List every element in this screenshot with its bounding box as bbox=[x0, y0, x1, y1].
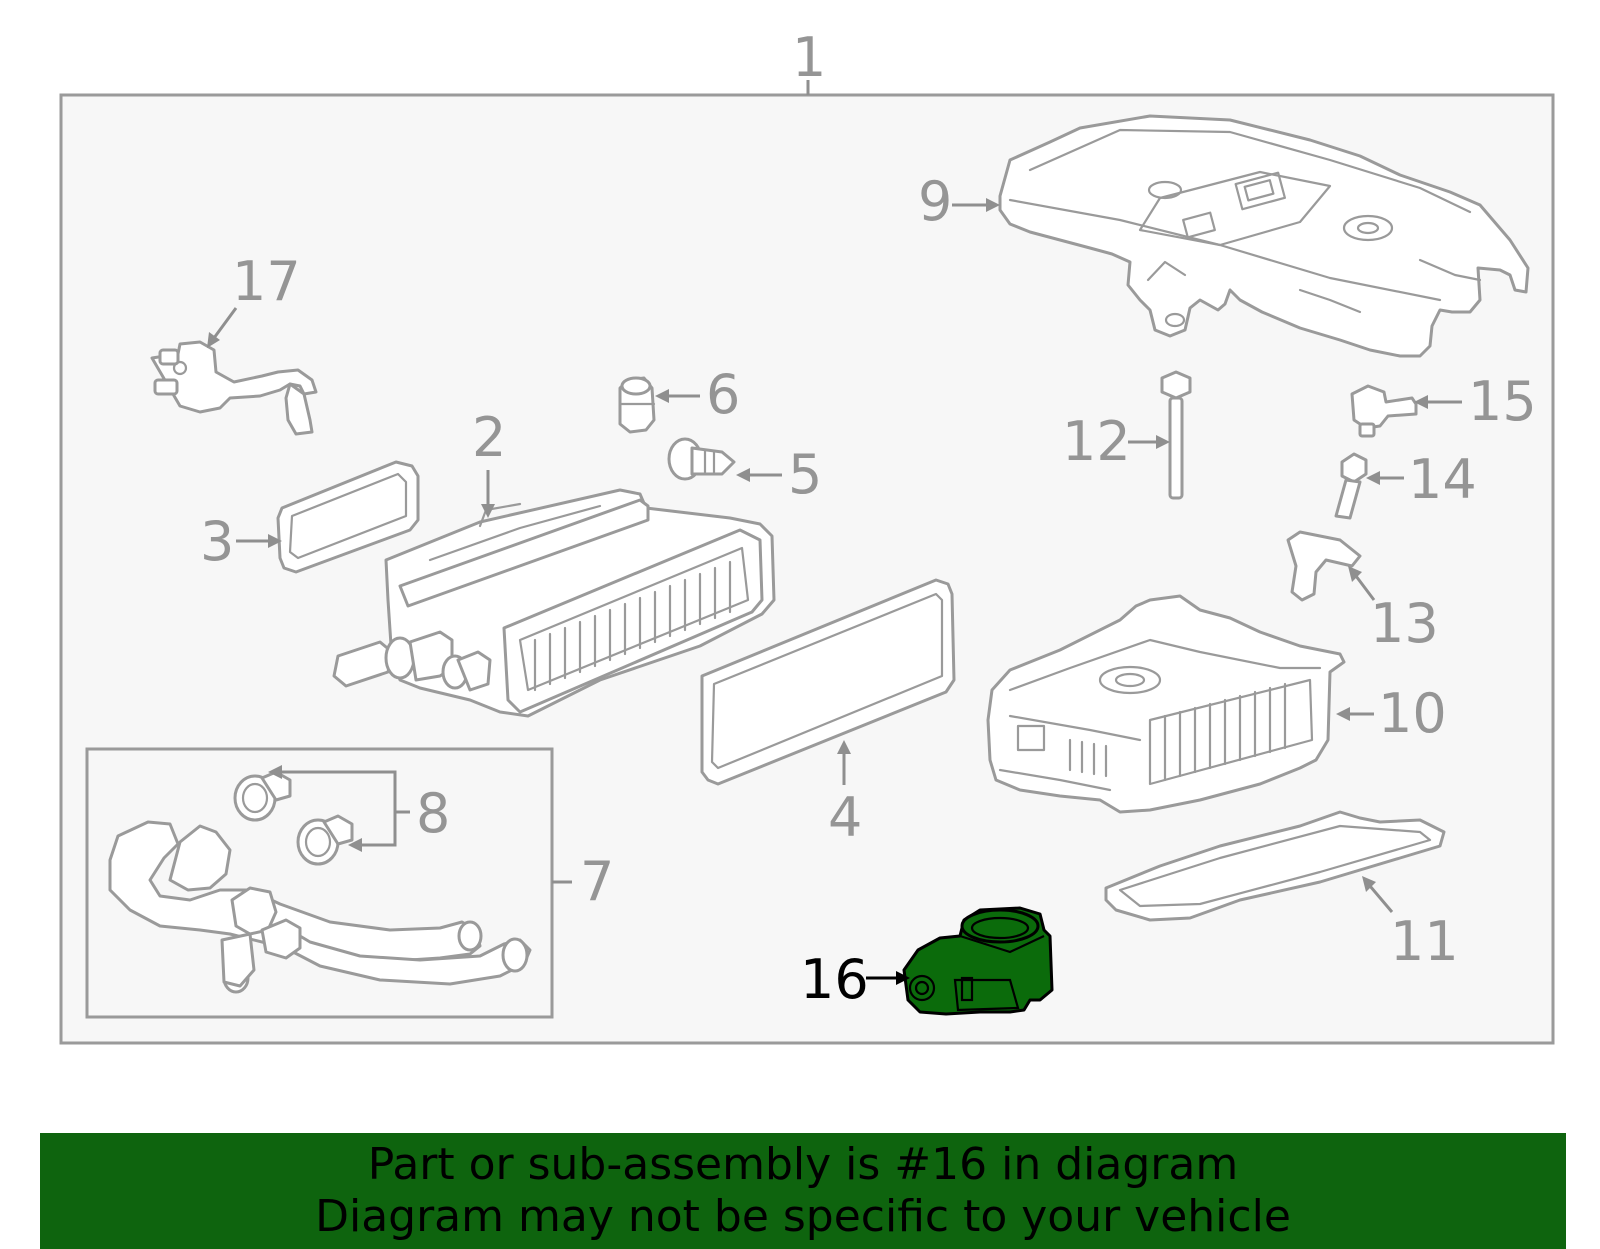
callout-16: 16 bbox=[800, 948, 869, 1011]
callout-5: 5 bbox=[788, 443, 822, 506]
callout-10: 10 bbox=[1378, 682, 1447, 745]
part-7-hose-assembly[interactable] bbox=[108, 820, 532, 994]
callout-6: 6 bbox=[706, 363, 740, 426]
part-16-throttle-body[interactable] bbox=[902, 906, 1054, 1016]
callout-1: 1 bbox=[792, 26, 826, 89]
callout-15: 15 bbox=[1468, 370, 1537, 433]
part-5-bolt[interactable] bbox=[667, 437, 736, 481]
callout-9: 9 bbox=[918, 170, 952, 233]
callout-7: 7 bbox=[580, 850, 614, 913]
part-14-bolt[interactable] bbox=[1334, 452, 1368, 520]
part-3-gasket[interactable] bbox=[276, 460, 420, 574]
callout-3: 3 bbox=[200, 510, 234, 573]
callout-2: 2 bbox=[472, 406, 506, 469]
part-17-sensor[interactable] bbox=[150, 340, 318, 436]
part-11-gasket[interactable] bbox=[1104, 810, 1446, 922]
callout-14: 14 bbox=[1408, 448, 1477, 511]
callout-12: 12 bbox=[1062, 410, 1131, 473]
banner-line-1: Part or sub-assembly is #16 in diagram bbox=[367, 1139, 1239, 1190]
callout-8: 8 bbox=[416, 782, 450, 845]
callout-11: 11 bbox=[1390, 910, 1459, 973]
info-banner: Part or sub-assembly is #16 in diagram D… bbox=[40, 1133, 1566, 1249]
part-8-clamps[interactable] bbox=[233, 770, 354, 866]
part-12-bolt[interactable] bbox=[1160, 370, 1192, 500]
part-4-gasket[interactable] bbox=[700, 578, 956, 786]
part-10-housing[interactable] bbox=[986, 594, 1346, 814]
part-6-plug[interactable] bbox=[618, 376, 656, 434]
banner-line-2: Diagram may not be specific to your vehi… bbox=[315, 1191, 1291, 1242]
callout-13: 13 bbox=[1370, 592, 1439, 655]
part-2-intercooler[interactable] bbox=[332, 488, 776, 718]
callout-4: 4 bbox=[828, 786, 862, 849]
part-9-engine-cover[interactable] bbox=[998, 114, 1530, 358]
part-15-sensor[interactable] bbox=[1350, 384, 1418, 438]
part-13-sensor[interactable] bbox=[1286, 530, 1362, 602]
callout-17: 17 bbox=[232, 250, 301, 313]
